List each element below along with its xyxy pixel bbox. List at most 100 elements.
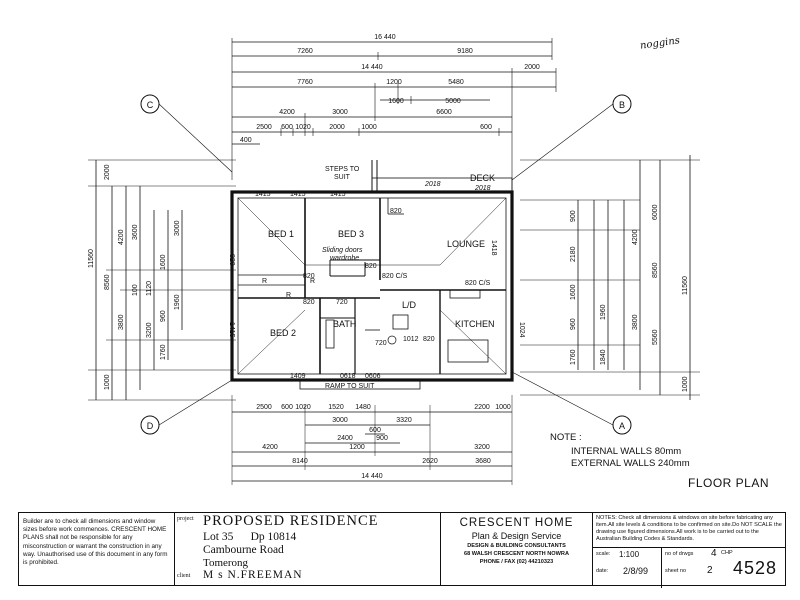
dim-label: 1200 bbox=[386, 79, 402, 86]
dim-label: 1760 bbox=[570, 349, 577, 365]
dim-label: 1600 bbox=[388, 98, 404, 105]
right-dimensions bbox=[520, 155, 700, 400]
internal-walls-note: INTERNAL WALLS 80mm bbox=[571, 446, 682, 457]
dim-label: 1020 bbox=[295, 404, 311, 411]
dim-label: 9180 bbox=[457, 48, 473, 55]
scale-value: 1:100 bbox=[619, 550, 640, 559]
inner-dim: 820 C/S bbox=[382, 273, 408, 280]
dim-label: 600 bbox=[480, 124, 492, 131]
disclaimer: Builder are to check all dimensions and … bbox=[19, 513, 175, 585]
ramp bbox=[299, 379, 421, 390]
dim-label: 4200 bbox=[279, 109, 295, 116]
client-name: M s N.FREEMAN bbox=[203, 569, 303, 581]
firm-line: PHONE / FAX (02) 44210323 bbox=[479, 559, 554, 565]
sliding-door-note: wardrobe bbox=[330, 255, 359, 262]
dim-label: 3200 bbox=[146, 322, 153, 338]
sheet-label: sheet no bbox=[665, 568, 687, 574]
floor-plan-drawing: 16 440 7260 9180 14 440 2000 7760 1200 5… bbox=[88, 34, 700, 485]
dim-label: 1120 bbox=[146, 281, 153, 296]
dim-label: 1840 bbox=[600, 349, 607, 365]
inner-dim: 820 bbox=[390, 208, 402, 215]
dim-label: 1480 bbox=[355, 404, 371, 411]
room-label-ld: L/D bbox=[402, 300, 417, 310]
date-value: 2/8/99 bbox=[623, 566, 649, 576]
scale-label: scale: bbox=[596, 551, 611, 557]
inner-dim: 0618 bbox=[340, 373, 356, 380]
room-label-lounge: LOUNGE bbox=[447, 239, 485, 249]
inner-dim: 1415 bbox=[330, 191, 346, 198]
dim-label: 2620 bbox=[422, 458, 438, 465]
project-block: project PROPOSED RESIDENCE Lot 35 Dp 108… bbox=[175, 513, 441, 585]
inner-dim: R bbox=[310, 278, 315, 285]
left-dimensions bbox=[88, 159, 236, 401]
dim-label: 960 bbox=[570, 318, 577, 330]
dim-label: 400 bbox=[240, 137, 252, 144]
deck bbox=[371, 160, 513, 193]
dim-label: 5000 bbox=[445, 98, 461, 105]
wall-notes-label: NOTE : bbox=[550, 432, 582, 443]
dim-label: 600 bbox=[281, 124, 293, 131]
dim-label: 8140 bbox=[292, 458, 308, 465]
inner-dim: 820 bbox=[365, 263, 377, 270]
dim-label: 1000 bbox=[495, 404, 511, 411]
drawing-details: scale: 1:100 date: 2/8/99 no of drwgs 4 … bbox=[593, 547, 785, 588]
dim-label: 11560 bbox=[88, 249, 95, 268]
dim-label: 1960 bbox=[600, 304, 607, 320]
dim-label: 900 bbox=[376, 435, 388, 442]
floor-plan-title: FLOOR PLAN bbox=[688, 476, 770, 490]
dim-label: 2200 bbox=[474, 404, 490, 411]
steps-label: STEPS TO bbox=[325, 166, 360, 173]
dim-label: 3800 bbox=[632, 314, 639, 330]
dim-label: 1600 bbox=[570, 284, 577, 300]
dim-label: 7760 bbox=[297, 79, 313, 86]
grid-marker-label: A bbox=[619, 421, 625, 431]
top-dimension-labels: 16 440 7260 9180 14 440 2000 7760 1200 5… bbox=[240, 34, 540, 144]
grid-markers bbox=[140, 94, 632, 435]
dim-label: 3000 bbox=[332, 417, 348, 424]
inner-dim: 1409 bbox=[290, 373, 306, 380]
room-label-deck: DECK bbox=[470, 173, 495, 183]
inner-dim: R bbox=[262, 278, 267, 285]
project-title: PROPOSED RESIDENCE bbox=[203, 513, 379, 529]
inner-dim: 1415 bbox=[228, 322, 235, 338]
left-dimension-labels: 2000 4200 3600 3000 11560 8560 1600 1120… bbox=[88, 164, 181, 390]
dim-label: 1000 bbox=[682, 376, 689, 392]
dim-label: 6000 bbox=[652, 204, 659, 220]
bottom-dimensions bbox=[231, 395, 513, 485]
room-label-bed2: BED 2 bbox=[270, 328, 296, 338]
firm-subtitle: Plan & Design Service bbox=[471, 531, 562, 541]
room-label-bed1: BED 1 bbox=[268, 229, 294, 239]
dim-label: 14 440 bbox=[361, 64, 383, 71]
year-note: 2018 bbox=[424, 181, 441, 188]
dim-label: 3000 bbox=[332, 109, 348, 116]
external-walls-note: EXTERNAL WALLS 240mm bbox=[571, 458, 690, 469]
town-name: Tomerong bbox=[203, 557, 249, 569]
drawings-count: 4 bbox=[711, 548, 717, 559]
inner-dim: 1415 bbox=[290, 191, 306, 198]
dim-label: 1020 bbox=[295, 124, 311, 131]
inner-dim: R bbox=[286, 292, 291, 299]
dim-label: 5560 bbox=[652, 329, 659, 345]
dim-label: 4200 bbox=[632, 229, 639, 245]
room-label-bed3: BED 3 bbox=[338, 229, 364, 239]
inner-dim: 1415 bbox=[255, 191, 271, 198]
firm-block: CRESCENT HOME Plan & Design Service DESI… bbox=[441, 513, 593, 585]
steps-label: SUIT bbox=[334, 174, 351, 181]
dim-label: 100 bbox=[132, 284, 139, 296]
inner-dim: 820 bbox=[303, 273, 315, 280]
right-dimension-labels: 6000 4200 900 2180 11560 8560 1600 3800 … bbox=[570, 204, 689, 392]
dim-label: 2000 bbox=[329, 124, 345, 131]
grid-marker-label: C bbox=[147, 100, 154, 110]
dim-label: 2400 bbox=[337, 435, 353, 442]
dim-label: 3200 bbox=[474, 444, 490, 451]
dim-label: 1600 bbox=[160, 254, 167, 270]
room-label-kitchen: KITCHEN bbox=[455, 319, 495, 329]
dim-label: 600 bbox=[281, 404, 293, 411]
dim-label: 8560 bbox=[104, 274, 111, 290]
inner-dim: 820 bbox=[303, 299, 315, 306]
client-label: client bbox=[177, 573, 191, 579]
dim-label: 3800 bbox=[118, 314, 125, 330]
grid-marker-label: D bbox=[147, 421, 154, 431]
lot-number: Lot 35 Dp 10814 bbox=[203, 531, 297, 543]
top-dimensions bbox=[231, 38, 557, 190]
